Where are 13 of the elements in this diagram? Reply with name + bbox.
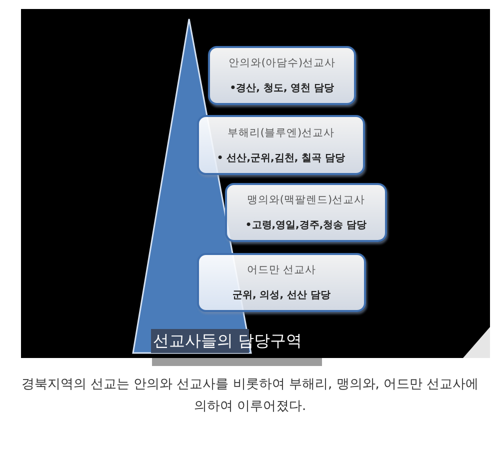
missionary-box <box>197 115 365 175</box>
missionary-name: 부해리(블루엔)선교사 <box>227 126 335 140</box>
missionary-box <box>225 183 387 242</box>
missionary-box <box>208 46 356 105</box>
missionary-box <box>197 253 366 312</box>
district-text: •고령,영일,경주,청송 담당 <box>245 219 367 232</box>
district-text: •경산, 청도, 영천 담당 <box>230 82 334 95</box>
caption-text: 경북지역의 선교는 안의와 선교사를 비롯하여 부해리, 맹의와, 어드만 선교사에 의하여 이루어졌다. <box>20 376 480 416</box>
missionary-name: 맹의와(맥팔렌드)선교사 <box>246 193 366 207</box>
district-text: • 선산,군위,김천, 칠곡 담당 <box>216 152 346 164</box>
district-text: 군위, 의성, 선산 담당 <box>232 289 331 302</box>
missionary-name: 어드만 선교사 <box>246 263 316 277</box>
missionary-name: 안의와(아담수)선교사 <box>228 56 336 70</box>
